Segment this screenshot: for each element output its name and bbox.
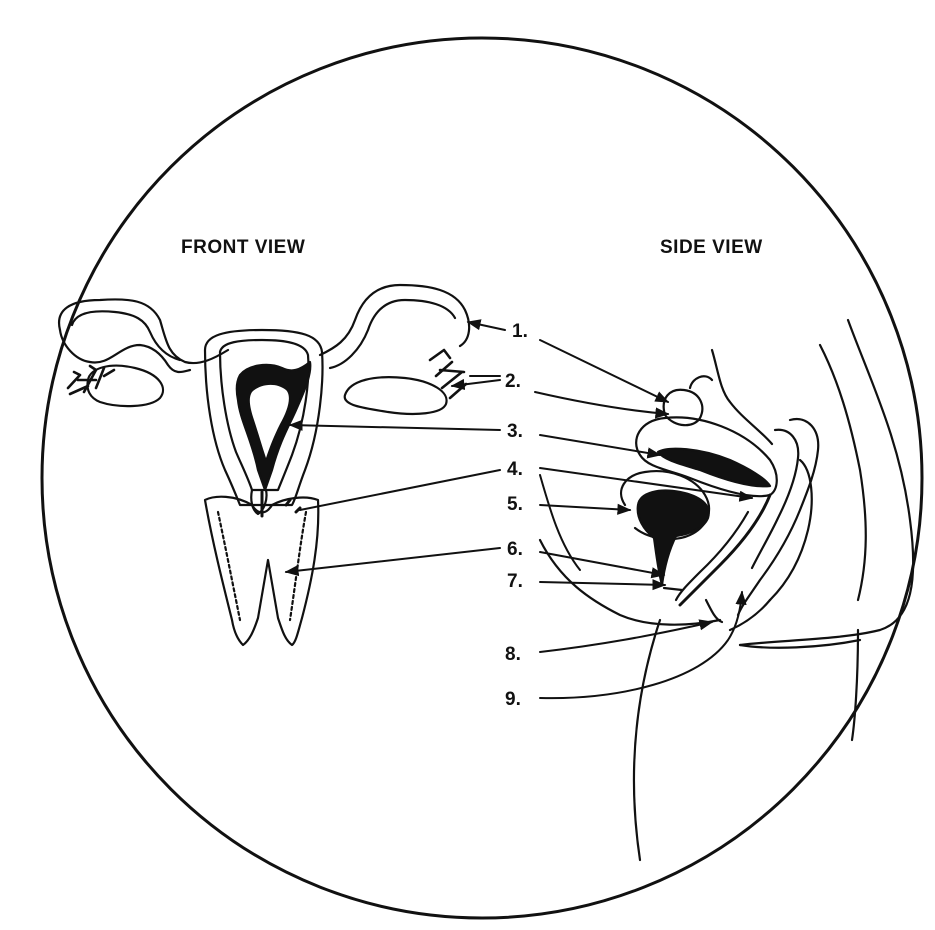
label-7: 7. <box>507 571 523 592</box>
label-5: 5. <box>507 494 523 515</box>
front-view-illustration <box>59 285 469 645</box>
label-3: 3. <box>507 421 523 442</box>
label-4: 4. <box>507 459 523 480</box>
leader-2-side <box>535 392 668 414</box>
leader-7-side <box>540 582 665 585</box>
frame-circle <box>42 38 922 918</box>
leader-3-front <box>290 425 500 430</box>
number-labels: 1. 2. 3. 4. 5. 6. 7. 8. 9. <box>505 321 528 710</box>
leader-8-side <box>540 622 712 652</box>
bladder <box>638 491 709 585</box>
side-view-illustration <box>540 320 913 860</box>
leader-1-front <box>468 322 505 330</box>
leader-6-side <box>540 552 664 575</box>
leader-2-front <box>452 380 500 386</box>
leader-6-front <box>286 548 500 572</box>
left-fimbriae <box>68 366 114 394</box>
leader-4-front <box>300 470 500 510</box>
right-fallopian-tube <box>320 285 469 355</box>
label-8: 8. <box>505 644 521 665</box>
front-view-title: FRONT VIEW <box>181 237 305 258</box>
right-ovary <box>345 377 447 414</box>
label-1: 1. <box>512 321 528 342</box>
leader-3-side <box>540 435 660 455</box>
leader-1-side <box>540 340 668 402</box>
leader-5-side <box>540 505 630 510</box>
label-2: 2. <box>505 371 521 392</box>
leader-9-side <box>540 592 742 698</box>
left-fallopian-tube <box>59 299 228 363</box>
label-9: 9. <box>505 689 521 710</box>
right-fimbriae <box>430 350 466 398</box>
left-ovary <box>88 366 163 406</box>
side-view-title: SIDE VIEW <box>660 237 763 258</box>
label-6: 6. <box>507 539 523 560</box>
cervix <box>251 490 266 514</box>
side-uterine-cavity <box>658 449 770 487</box>
